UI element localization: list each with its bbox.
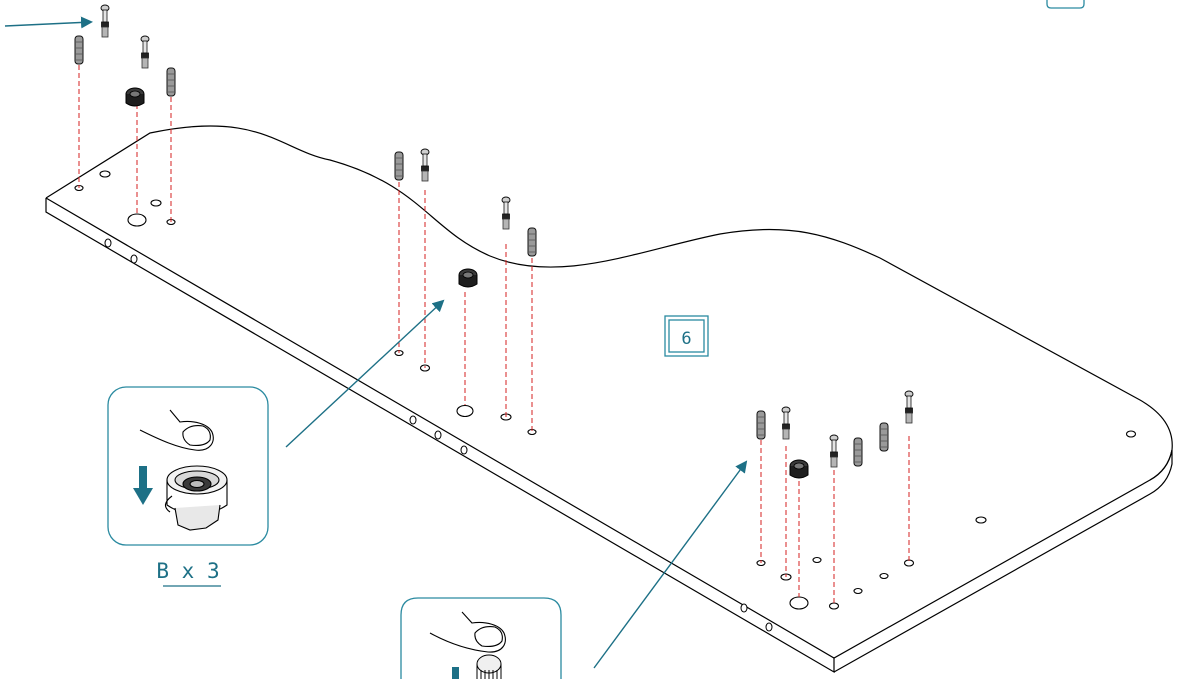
thumb-press-icon [429, 611, 506, 653]
part-label: B x 3 [156, 559, 219, 583]
top-holes [74, 170, 1137, 610]
partial-badge [1046, 0, 1085, 9]
cam-bolt-detail-callout [400, 597, 562, 679]
down-arrow-icon [452, 667, 459, 679]
cam-lock-icon [458, 268, 478, 288]
cam-bolt-icon [781, 406, 791, 440]
dowel-icon [394, 151, 404, 181]
pointer-arrow-icon [4, 16, 93, 29]
cam-lock-detail-callout [107, 386, 269, 546]
part-count-label: B x 3 [156, 559, 221, 587]
panel-number-badge: 6 [664, 315, 709, 357]
cam-lock-icon [789, 459, 809, 479]
cam-bolt-icon [100, 4, 110, 38]
insertion-guides [78, 65, 910, 606]
cam-bolt-icon [420, 148, 430, 182]
cam-lock-icon [164, 465, 228, 531]
cam-bolt-icon [476, 654, 502, 679]
dowel-icon [527, 227, 537, 257]
dowel-icon [853, 437, 863, 467]
cam-bolt-icon [829, 434, 839, 468]
dowel-icon [756, 410, 766, 440]
pointer-arrow-icon [593, 460, 748, 669]
dowel-icon [879, 422, 889, 452]
pointer-arrow-icon [285, 299, 445, 448]
dowel-icon [166, 67, 176, 97]
panel-label: 6 [681, 329, 691, 349]
down-arrow-icon [133, 466, 153, 505]
thumb-press-icon [139, 409, 214, 451]
cam-bolt-icon [904, 390, 914, 424]
dowel-icon [74, 35, 84, 65]
cam-bolt-icon [140, 35, 150, 69]
desk-top-panel [45, 125, 1173, 674]
pointer-arrows [4, 16, 748, 669]
cam-lock-icon [125, 87, 145, 107]
edge-holes [104, 238, 773, 632]
cam-bolt-icon [501, 196, 511, 230]
